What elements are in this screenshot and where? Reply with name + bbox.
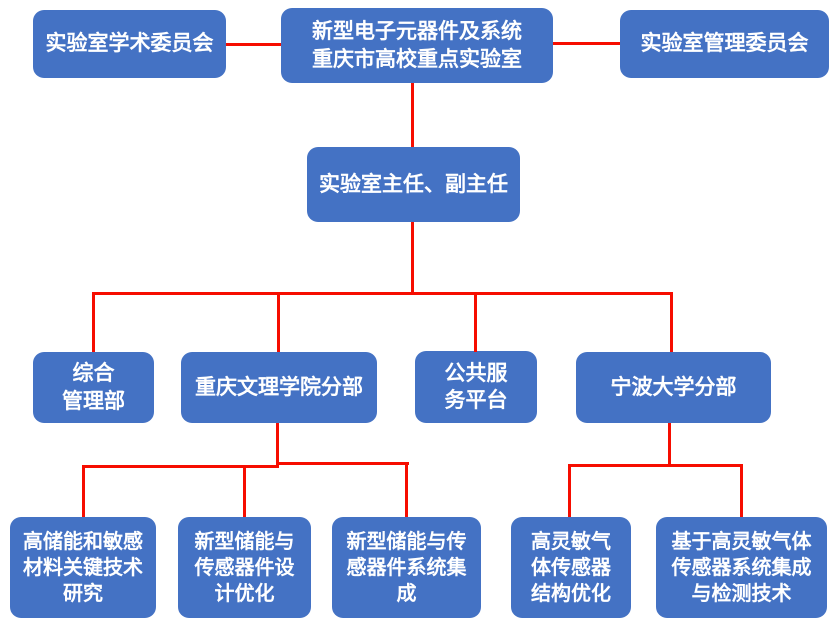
node-label: 实验室管理委员会	[640, 32, 809, 56]
org-node-cqwl-branch: 重庆文理学院分部	[181, 352, 377, 423]
connector-ningbo-stem	[668, 423, 671, 466]
node-label-line: 与检测技术	[691, 582, 792, 605]
node-label: 重庆文理学院分部	[195, 375, 363, 399]
connector-drop-research5	[740, 464, 743, 517]
node-label-line: 结构优化	[531, 582, 611, 605]
connector-ningbo-bus	[568, 464, 743, 467]
node-label-line: 基于高灵敏气体	[671, 530, 812, 553]
connector-drop-research4	[568, 464, 571, 517]
org-node-ningbo-branch: 宁波大学分部	[576, 352, 771, 423]
connector-cqwl-stem	[276, 423, 279, 468]
connector-drop-public-platform	[474, 292, 477, 352]
node-label-line: 传感器件设	[194, 556, 295, 579]
org-node-laboratory-root: 新型电子元器件及系统 重庆市高校重点实验室	[281, 8, 553, 83]
node-label-line: 材料关键技术	[23, 556, 143, 579]
node-label: 实验室主任、副主任	[319, 172, 508, 196]
org-node-public-platform: 公共服 务平台	[415, 351, 537, 423]
node-label-line: 高储能和敏感	[23, 530, 143, 553]
node-label-line: 务平台	[444, 389, 508, 412]
node-label-line: 计优化	[214, 582, 275, 605]
org-node-research3: 新型储能与传 感器件系统集 成	[332, 517, 481, 618]
connector-root-management	[553, 42, 620, 45]
org-node-management-committee: 实验室管理委员会	[620, 10, 829, 78]
connector-drop-research2	[243, 465, 246, 517]
connector-drop-research3	[405, 462, 408, 517]
node-label: 实验室学术委员会	[45, 32, 214, 56]
connector-drop-cqwl-branch	[277, 292, 280, 352]
org-node-director: 实验室主任、副主任	[307, 147, 520, 222]
connector-root-director	[411, 83, 414, 147]
node-label-line: 综合	[72, 362, 115, 386]
connector-root-academic	[226, 43, 281, 46]
node-label-line: 研究	[63, 582, 103, 605]
node-label: 宁波大学分部	[610, 375, 737, 399]
node-label-line: 新型储能与	[194, 530, 295, 553]
org-node-research5: 基于高灵敏气体 传感器系统集成 与检测技术	[656, 517, 827, 618]
org-node-research1: 高储能和敏感 材料关键技术 研究	[10, 517, 156, 618]
node-label-line: 公共服	[444, 361, 508, 385]
node-label-line: 高灵敏气	[531, 530, 611, 553]
connector-cqwl-bus-right	[276, 462, 409, 465]
org-node-academic-committee: 实验室学术委员会	[33, 10, 226, 78]
node-label-line: 管理部	[62, 389, 125, 413]
connector-drop-research1	[82, 465, 85, 517]
connector-drop-admin-dept	[92, 292, 95, 352]
node-label-line: 成	[396, 582, 417, 605]
org-node-research4: 高灵敏气 体传感器 结构优化	[511, 517, 631, 618]
org-node-research2: 新型储能与 传感器件设 计优化	[178, 517, 311, 618]
node-label-line: 体传感器	[531, 556, 611, 579]
node-label-line: 新型电子元器件及系统	[312, 20, 522, 44]
org-node-admin-dept: 综合 管理部	[33, 352, 154, 423]
connector-drop-ningbo-branch	[670, 292, 673, 352]
connector-cqwl-bus-left	[82, 465, 279, 468]
node-label-line: 感器件系统集	[346, 556, 467, 579]
node-label-line: 重庆市高校重点实验室	[312, 47, 522, 71]
connector-director-stem	[411, 222, 414, 292]
connector-level3-bus	[92, 292, 673, 295]
node-label-line: 传感器系统集成	[671, 556, 812, 579]
node-label-line: 新型储能与传	[346, 530, 467, 553]
